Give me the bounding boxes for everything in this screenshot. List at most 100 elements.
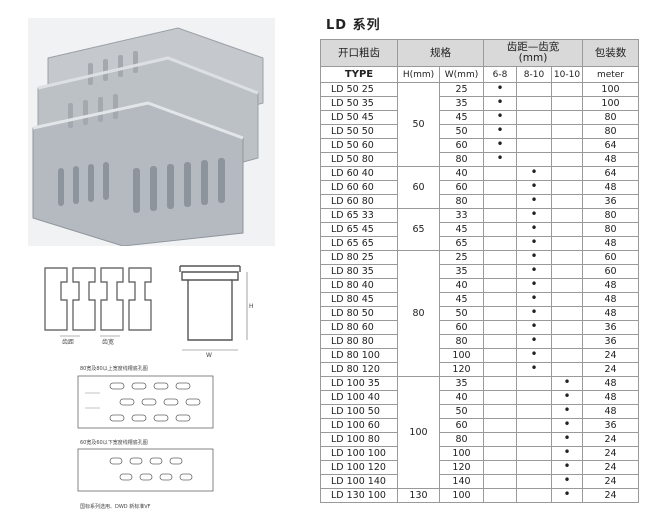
type-cell: LD 65 65	[320, 236, 398, 251]
pitch-cell-1	[483, 180, 517, 195]
type-cell: LD 100 60	[320, 418, 398, 433]
pitch-cell-3: •	[551, 488, 583, 503]
type-cell: LD 80 120	[320, 362, 398, 377]
pitch-cell-2: •	[516, 361, 552, 377]
type-cell: LD 65 45	[320, 222, 398, 237]
width-cell: 50	[439, 306, 484, 321]
pitch-cell-2	[516, 488, 552, 503]
width-cell: 60	[439, 418, 484, 433]
bullet-icon: •	[530, 263, 538, 277]
width-cell: 25	[439, 82, 484, 97]
pitch-cell-1	[483, 446, 517, 461]
width-cell: 40	[439, 166, 484, 181]
type-cell: LD 100 120	[320, 460, 398, 475]
packing-cell: 24	[582, 432, 639, 447]
width-cell: 80	[439, 334, 484, 349]
header-c2: 8-10	[516, 66, 552, 83]
header-spec: 规格	[397, 39, 484, 67]
bullet-icon: •	[530, 291, 538, 305]
bullet-icon: •	[530, 319, 538, 333]
hole-note-1: 80宽及80以上宽度线槽底孔图	[80, 365, 148, 372]
type-cell: LD 130 100	[320, 488, 398, 503]
pitch-cell-1	[483, 474, 517, 489]
pitch-cell-2	[516, 124, 552, 139]
packing-cell: 60	[582, 250, 639, 265]
bullet-icon: •	[496, 81, 504, 95]
technical-drawings: 齿距 齿宽 H W 80宽及80以上宽度线槽底孔图 60宽及60以下宽度线槽底孔…	[40, 258, 280, 513]
packing-cell: 48	[582, 278, 639, 293]
pitch-cell-1	[483, 390, 517, 405]
width-cell: 65	[439, 236, 484, 251]
pitch-cell-3	[551, 264, 583, 279]
packing-cell: 24	[582, 488, 639, 503]
bullet-icon: •	[530, 221, 538, 235]
bullet-icon: •	[530, 347, 538, 361]
pitch-cell-2	[516, 390, 552, 405]
type-cell: LD 80 50	[320, 306, 398, 321]
packing-cell: 80	[582, 124, 639, 139]
type-cell: LD 50 80	[320, 152, 398, 167]
bullet-icon: •	[496, 137, 504, 151]
packing-cell: 100	[582, 96, 639, 111]
pitch-cell-1	[483, 362, 517, 377]
packing-cell: 64	[582, 166, 639, 181]
height-cell: 80	[397, 250, 440, 377]
pitch-cell-2	[516, 404, 552, 419]
width-cell: 120	[439, 362, 484, 377]
pitch-cell-3	[551, 180, 583, 195]
pitch-cell-1	[483, 250, 517, 265]
tooth-width-label: 齿宽	[102, 338, 114, 346]
packing-cell: 24	[582, 362, 639, 377]
height-cell: 60	[397, 166, 440, 209]
h-dimension-label: H	[249, 303, 254, 310]
hole-note-2: 60宽及60以下宽度线槽底孔图	[80, 439, 148, 446]
packing-cell: 48	[582, 306, 639, 321]
cross-section-drawing	[179, 265, 241, 341]
type-cell: LD 100 80	[320, 432, 398, 447]
packing-cell: 36	[582, 194, 639, 209]
pitch-cell-1	[483, 306, 517, 321]
type-cell: LD 50 35	[320, 96, 398, 111]
type-cell: LD 100 140	[320, 474, 398, 489]
pitch-cell-3	[551, 96, 583, 111]
pitch-cell-2	[516, 96, 552, 111]
type-cell: LD 80 35	[320, 264, 398, 279]
packing-cell: 24	[582, 348, 639, 363]
bullet-icon: •	[530, 361, 538, 375]
bullet-icon: •	[530, 193, 538, 207]
width-cell: 45	[439, 292, 484, 307]
pitch-cell-1	[483, 348, 517, 363]
packing-cell: 48	[582, 292, 639, 307]
table-row: LD 80 50 50 • 48	[320, 305, 639, 321]
pitch-cell-3	[551, 166, 583, 181]
header-pitch: 齿距—齿宽 (mm)	[483, 39, 583, 67]
width-cell: 45	[439, 222, 484, 237]
width-cell: 25	[439, 250, 484, 265]
pitch-cell-3	[551, 152, 583, 167]
width-cell: 140	[439, 474, 484, 489]
width-cell: 50	[439, 404, 484, 419]
table-row: LD 80 120 120 • 24	[320, 361, 639, 377]
bullet-icon: •	[530, 305, 538, 319]
pitch-cell-3	[551, 222, 583, 237]
bullet-icon: •	[496, 109, 504, 123]
pitch-cell-2	[516, 82, 552, 97]
pitch-cell-1	[483, 292, 517, 307]
type-cell: LD 65 33	[320, 208, 398, 223]
header-opening: 开口粗齿	[320, 39, 398, 67]
type-cell: LD 60 60	[320, 180, 398, 195]
pitch-cell-2	[516, 446, 552, 461]
bullet-icon: •	[563, 389, 571, 403]
width-cell: 40	[439, 390, 484, 405]
type-cell: LD 80 80	[320, 334, 398, 349]
